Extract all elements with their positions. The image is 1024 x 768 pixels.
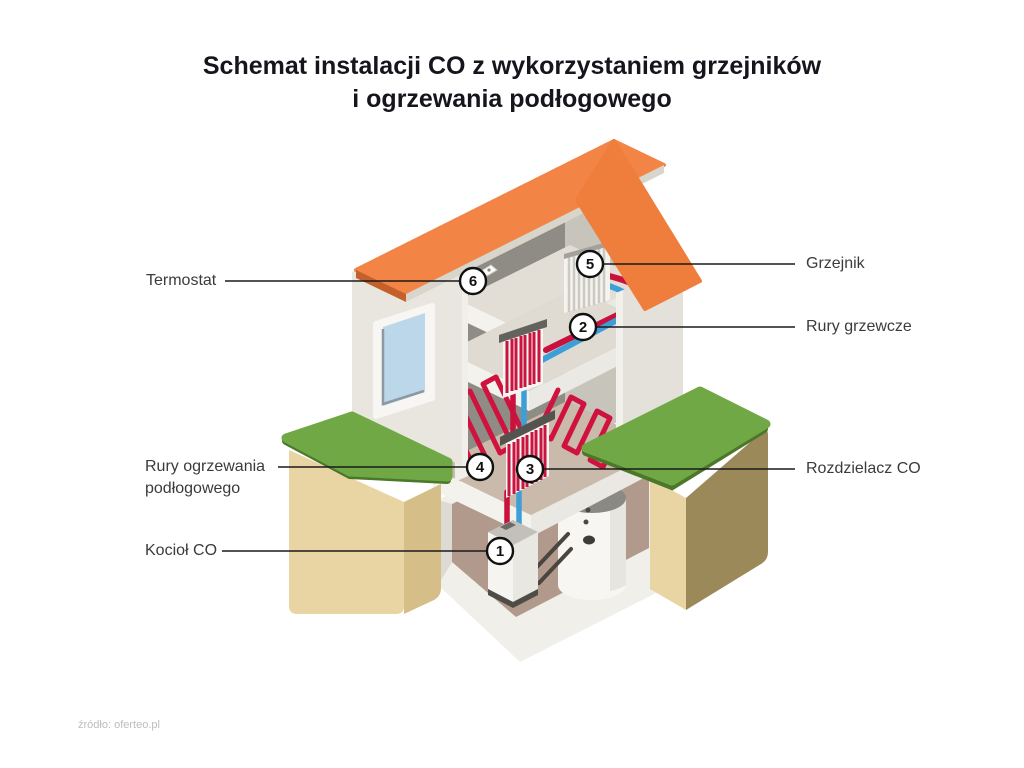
radiator-top [564, 241, 610, 259]
wall-face [623, 261, 683, 429]
roof-right-slope [575, 139, 702, 311]
radiator-floor1 [499, 319, 547, 398]
roof-eave-edge [356, 270, 406, 302]
marker-5-number: 5 [586, 256, 594, 273]
tank-body [558, 498, 626, 600]
connector-pipe [537, 547, 573, 585]
wall-trim [616, 290, 623, 435]
marker-1-number: 1 [496, 543, 504, 560]
marker-4-number: 4 [476, 459, 485, 476]
boiler-top [488, 520, 538, 545]
label-termostat: Termostat [146, 272, 217, 289]
callout-lines [222, 263, 795, 552]
soil-front [650, 478, 686, 610]
title-line2: i ogrzewania podłogowego [352, 85, 672, 113]
soil-side [686, 430, 768, 610]
soil-side [404, 484, 441, 614]
tank-shade [610, 498, 626, 591]
marker-6-number: 6 [469, 273, 477, 290]
marker-4: 4 [465, 452, 495, 482]
water-tank [558, 483, 626, 600]
marker-6: 6 [458, 266, 488, 296]
boiler-tank-pipes [534, 532, 573, 585]
tank-port [583, 535, 595, 545]
window-glass [383, 313, 425, 406]
radiator-top [499, 319, 547, 343]
basement-left-wall [438, 500, 452, 585]
tank-fitting [583, 519, 589, 525]
boiler-side [513, 532, 538, 602]
window [373, 303, 435, 419]
label-rury-grzewcze: Rury grzewcze [806, 318, 912, 335]
ground-left [281, 411, 453, 614]
label-rozdzielacz: Rozdzielacz CO [806, 460, 921, 477]
grass-top [581, 386, 771, 486]
source-credit: źródło: oferteo.pl [78, 719, 160, 731]
title-line1: Schemat instalacji CO z wykorzystaniem g… [202, 52, 822, 80]
marker-3: 3 [515, 454, 545, 484]
connector-pipe [534, 532, 570, 570]
thermostat-dial [487, 268, 491, 272]
tank-fitting [585, 507, 591, 513]
label-grzejnik: Grzejnik [806, 255, 865, 272]
callout-markers: 1 2 3 4 5 6 [458, 249, 605, 566]
boiler-base [488, 589, 538, 608]
label-rury-podlogowe-line1: Rury ogrzewania [145, 458, 266, 475]
label-rury-podlogowe-line2: podłogowego [145, 480, 241, 497]
slab-top [447, 288, 657, 391]
marker-2: 2 [568, 312, 598, 342]
marker-5: 5 [575, 249, 605, 279]
ground-right [581, 386, 771, 610]
page-title: Schemat instalacji CO z wykorzystaniem g… [0, 50, 1024, 116]
label-kociol: Kocioł CO [145, 542, 218, 559]
marker-1: 1 [485, 536, 515, 566]
boiler-vent [500, 522, 516, 530]
window-shadow [381, 329, 425, 406]
marker-3-number: 3 [526, 461, 534, 478]
marker-2-number: 2 [579, 319, 587, 336]
label-rury-podlogowe: Rury ogrzewania podłogowego [145, 456, 265, 500]
distributor-top [500, 410, 555, 446]
soil-front [289, 450, 404, 614]
